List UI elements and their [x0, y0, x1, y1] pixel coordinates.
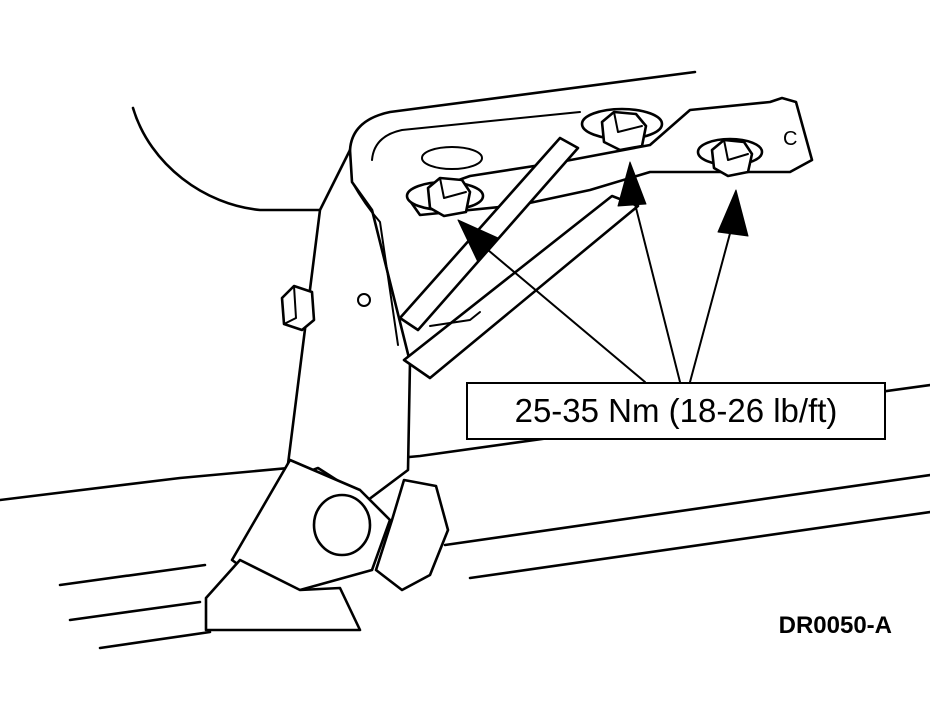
- hinge-pin: [312, 493, 372, 557]
- fender-rail-middle: [58, 563, 207, 587]
- hinge-body-lower: [374, 478, 450, 592]
- hinge-bar-slot: [429, 311, 481, 327]
- figure-code: DR0050-A: [778, 612, 892, 639]
- fender-rail-right-a: [443, 473, 930, 547]
- torque-spec-text: 25-35 Nm (18-26 lb/ft): [514, 392, 838, 429]
- fender-rail-right-b: [468, 510, 930, 580]
- door-panel-upper-edge: [348, 70, 697, 152]
- hinge-arm-rivet: [357, 293, 371, 307]
- arrow-head-right: [717, 189, 749, 237]
- hinge-arm: [284, 148, 412, 502]
- fender-rail-bottom: [98, 630, 212, 650]
- leader-lines: [487, 199, 733, 383]
- bracket-letter: C: [783, 128, 798, 150]
- hinge-plate-upper: [406, 96, 814, 217]
- arrow-head-middle: [617, 161, 647, 207]
- fender-rail-lower: [68, 600, 202, 622]
- hinge-lower-link: [204, 558, 362, 632]
- hood-edge: [131, 106, 332, 212]
- door-panel-inner-edge: [371, 111, 581, 161]
- bolt-right: [696, 137, 764, 178]
- bolt-middle: [580, 107, 664, 152]
- torque-spec-callout: 25-35 Nm (18-26 lb/ft): [466, 382, 886, 440]
- side-bolt-facet: [283, 285, 297, 325]
- arrow-head-left: [457, 219, 499, 263]
- hinge-bar-lower: [402, 194, 640, 380]
- bolt-left: [405, 146, 485, 218]
- hinge-arm-fold: [351, 181, 399, 346]
